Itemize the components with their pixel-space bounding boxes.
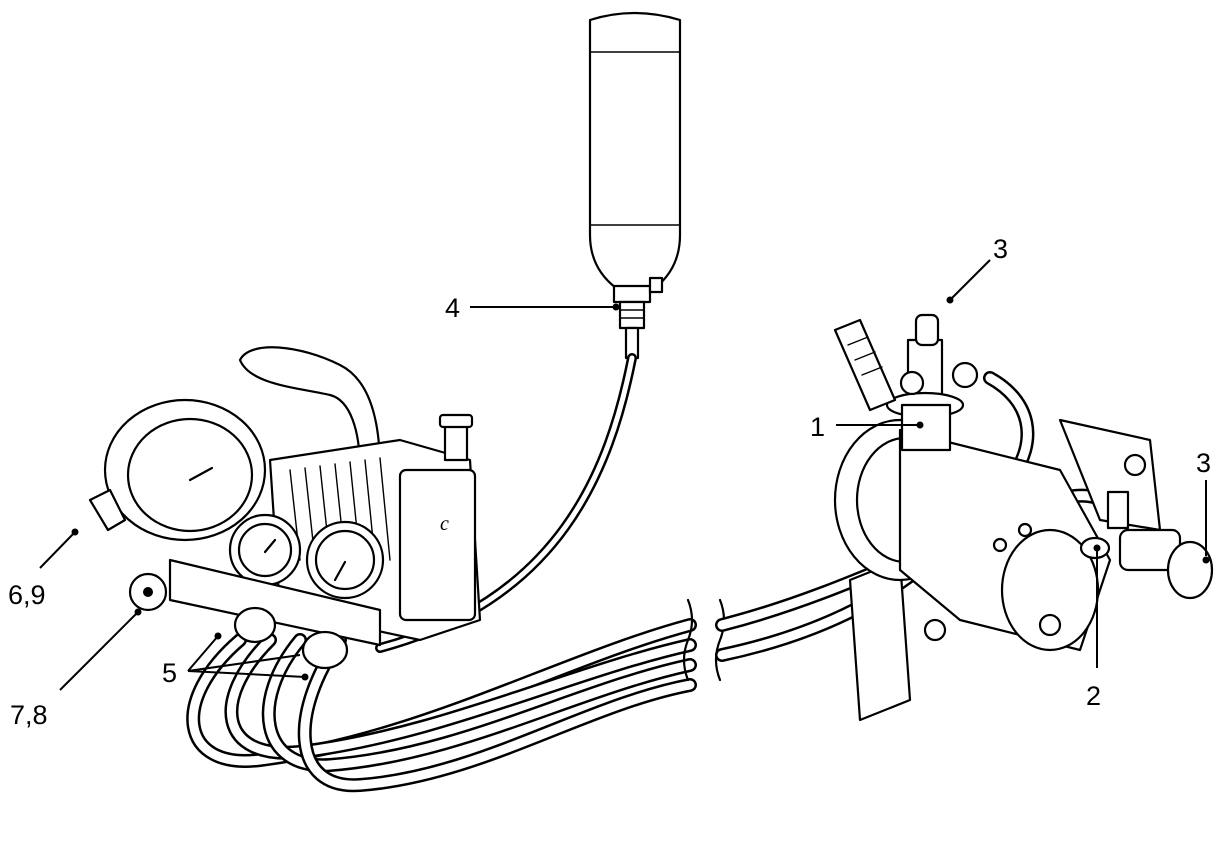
label-2: 2 xyxy=(1086,681,1101,711)
svg-text:c: c xyxy=(440,513,449,535)
gauge-manifold-unit: c xyxy=(88,346,482,670)
label-1: 1 xyxy=(810,412,825,442)
label-4: 4 xyxy=(445,293,460,323)
leader-5a xyxy=(187,635,219,672)
leader-7-8 xyxy=(59,611,139,691)
leader-3-top xyxy=(949,259,991,301)
label-5: 5 xyxy=(162,658,177,688)
leader-6-9 xyxy=(39,531,76,569)
label-3-right: 3 xyxy=(1196,448,1211,478)
leader-5b xyxy=(187,670,306,678)
refrigerant-bottle xyxy=(588,11,682,360)
callouts: 1 2 3 3 4 5 6,9 7,8 xyxy=(8,234,1211,730)
ac-compressor xyxy=(833,313,1214,722)
leader-5c xyxy=(187,654,301,672)
label-6-9: 6,9 xyxy=(8,580,46,610)
pipe-ribs xyxy=(847,336,883,376)
label-3-top: 3 xyxy=(993,234,1008,264)
label-7-8: 7,8 xyxy=(10,700,48,730)
